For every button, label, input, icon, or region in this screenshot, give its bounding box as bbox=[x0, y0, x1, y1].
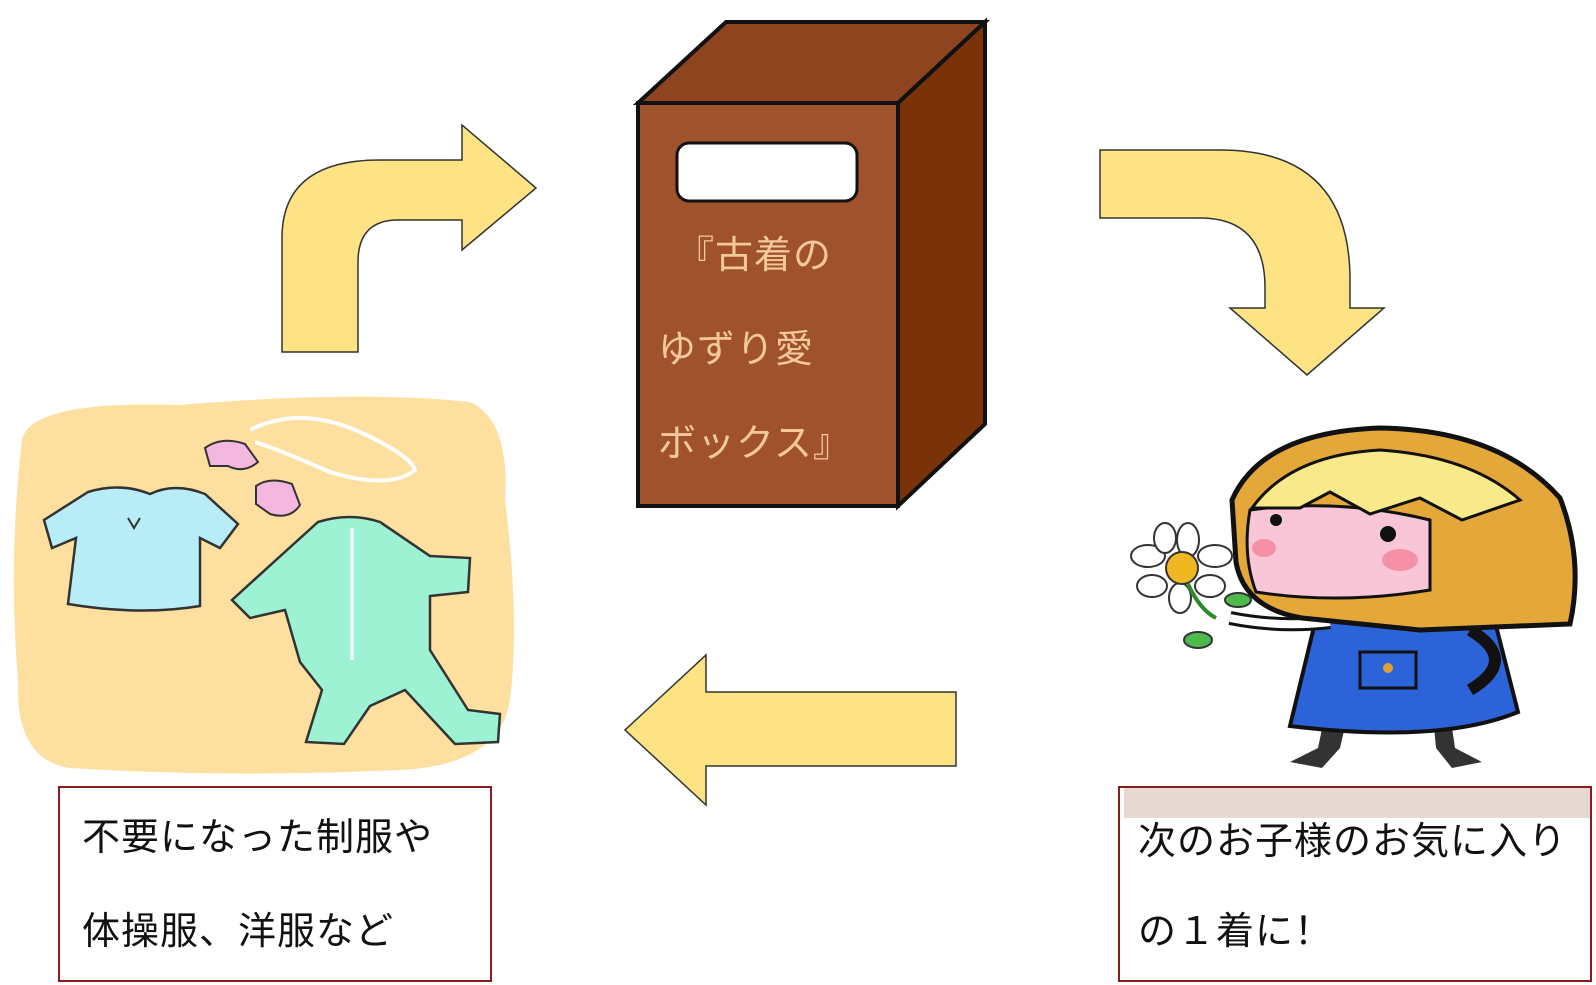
caption-right-line-1: 次のお子様のお気に入り bbox=[1138, 819, 1568, 863]
arrow-left-icon bbox=[623, 653, 957, 807]
caption-right-shade-bar bbox=[1124, 788, 1590, 818]
caption-left-line-2: 体操服、洋服など bbox=[82, 909, 395, 953]
donation-box-label-line-1: 『古着の bbox=[676, 233, 833, 277]
donation-box-label-line-2: ゆずり愛 bbox=[658, 327, 815, 371]
curved-arrow-up-right-icon bbox=[281, 123, 538, 353]
donation-box-label-line-3: ボックス』 bbox=[658, 421, 852, 465]
caption-box-left: 不要になった制服や 体操服、洋服など bbox=[58, 786, 492, 982]
donation-box-slot bbox=[675, 141, 859, 203]
caption-left-line-1: 不要になった制服や bbox=[82, 815, 434, 859]
caption-right-line-2: の１着に！ bbox=[1138, 909, 1334, 953]
flower-icon bbox=[1130, 522, 1252, 649]
curved-arrow-down-right-icon bbox=[1099, 149, 1387, 376]
caption-box-right: 次のお子様のお気に入り の１着に！ bbox=[1118, 786, 1592, 982]
